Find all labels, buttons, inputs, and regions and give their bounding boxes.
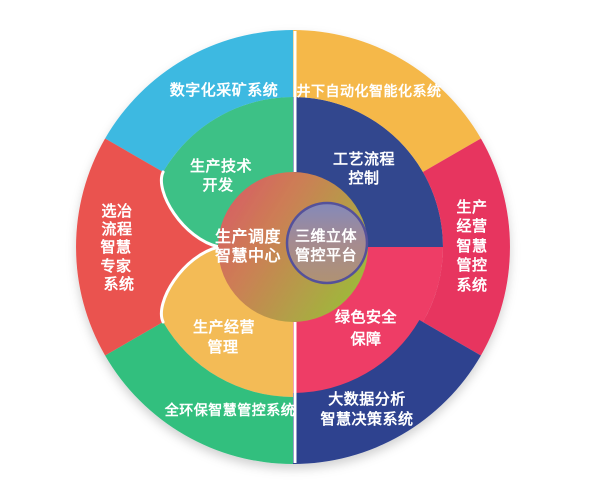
outer-segment-operations-smart-control	[422, 138, 510, 356]
svg-text:控制: 控制	[348, 169, 379, 187]
environmental-control-label: 全环保智慧管控系统	[164, 402, 296, 418]
svg-text:管理: 管理	[207, 338, 238, 356]
svg-text:系统: 系统	[103, 275, 134, 293]
svg-text:保障: 保障	[349, 330, 381, 348]
svg-text:智慧: 智慧	[100, 238, 131, 256]
process-control-label: 工艺流程 控制	[333, 150, 395, 187]
digital-mining-label: 数字化采矿系统	[170, 81, 279, 99]
svg-text:选冶: 选冶	[101, 202, 132, 220]
svg-text:三维立体: 三维立体	[295, 227, 358, 245]
outer-segment-environmental-control	[105, 322, 293, 464]
operations-mgmt-label: 生产经营 管理	[193, 318, 255, 356]
tech-development-label: 生产技术 开发	[190, 157, 252, 194]
svg-text:工艺流程: 工艺流程	[333, 150, 395, 168]
outer-segment-smelting-expert	[76, 138, 220, 356]
svg-text:专家: 专家	[100, 257, 131, 275]
center-platform-label: 三维立体 管控平台	[295, 227, 358, 264]
svg-text:智慧中心: 智慧中心	[215, 246, 281, 265]
outer-segment-digital-mining	[105, 30, 293, 172]
svg-text:生产技术: 生产技术	[190, 157, 252, 175]
smelting-expert-label: 选冶 流程 智慧 专家 系统	[100, 202, 134, 293]
svg-text:生产: 生产	[456, 198, 487, 216]
svg-text:生产经营: 生产经营	[193, 318, 255, 336]
svg-text:经营: 经营	[456, 217, 487, 235]
operations-smart-control-label: 生产 经营 智慧 管控 系统	[456, 198, 487, 294]
outer-segment-bigdata-decision	[293, 320, 481, 464]
svg-text:大数据分析: 大数据分析	[328, 390, 406, 408]
svg-text:开发: 开发	[202, 176, 234, 194]
svg-text:智慧: 智慧	[456, 237, 487, 255]
svg-text:绿色安全: 绿色安全	[335, 308, 398, 326]
svg-text:系统: 系统	[456, 276, 487, 294]
green-safety-label: 绿色安全 保障	[335, 308, 398, 348]
svg-text:智慧决策系统: 智慧决策系统	[320, 410, 413, 428]
svg-text:管控: 管控	[456, 256, 487, 274]
outer-segment-underground-automation	[293, 30, 481, 172]
bigdata-decision-label: 大数据分析 智慧决策系统	[320, 390, 413, 428]
hub-label: 生产调度 智慧中心	[215, 227, 282, 265]
underground-automation-label: 井下自动化智能化系统	[297, 83, 442, 99]
svg-text:流程: 流程	[101, 220, 132, 238]
svg-text:生产调度: 生产调度	[215, 227, 282, 246]
svg-text:管控平台: 管控平台	[295, 246, 357, 264]
center-circle	[285, 201, 369, 285]
